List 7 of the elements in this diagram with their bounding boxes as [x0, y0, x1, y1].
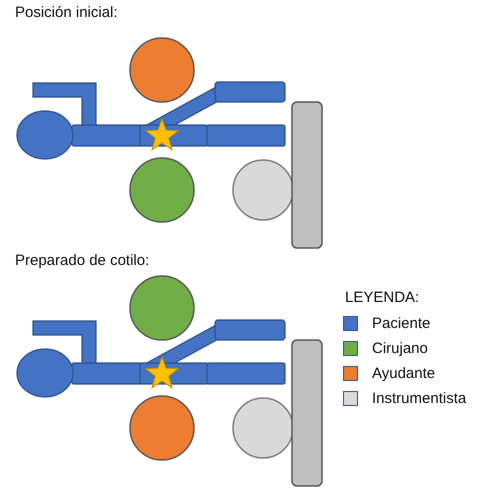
panel-title: Posición inicial:: [15, 4, 118, 22]
panel-title: Preparado de cotilo:: [15, 252, 150, 270]
legend-label: Paciente: [372, 315, 430, 333]
legend-label: Instrumentista: [372, 390, 466, 408]
legend-label: Cirujano: [372, 340, 428, 358]
legend-label: Ayudante: [372, 365, 436, 383]
legend-title: LEYENDA:: [345, 289, 420, 307]
